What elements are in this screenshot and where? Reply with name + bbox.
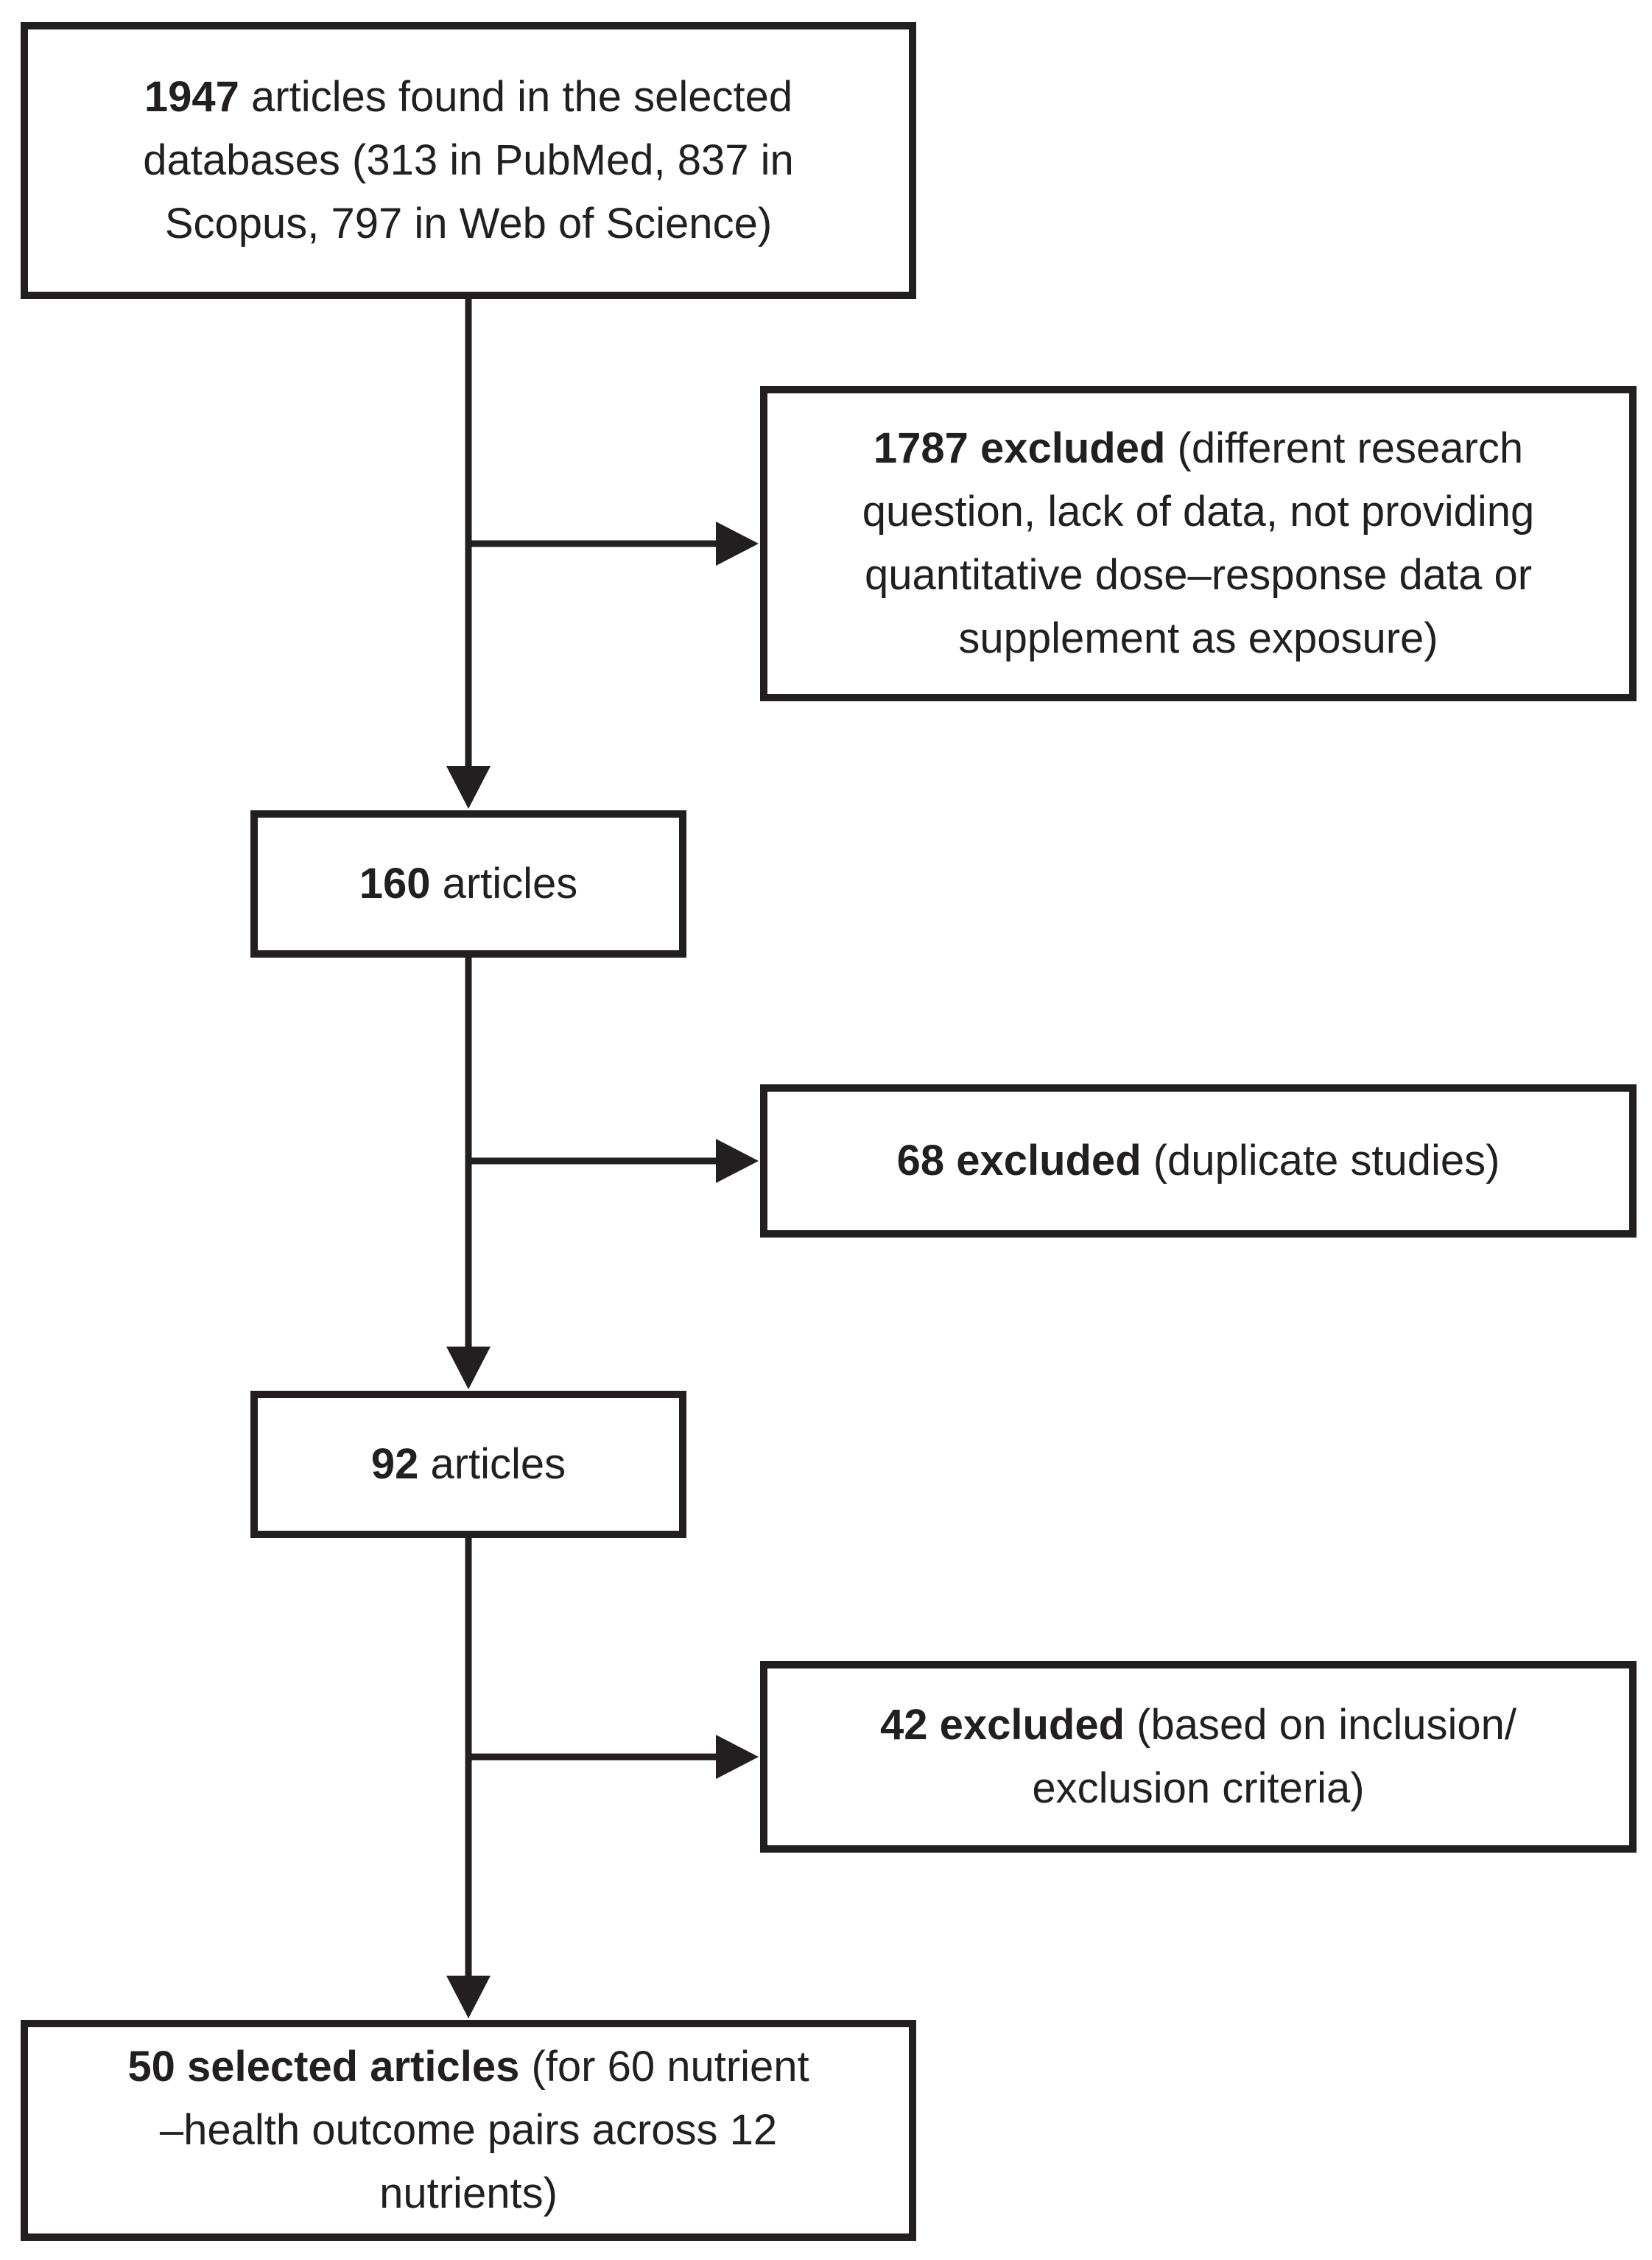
selected-articles-count: 50 selected articles [127, 2043, 520, 2091]
arrow-down-icon [446, 766, 491, 809]
arrow-right-icon [716, 1139, 759, 1183]
arrow-right-icon [716, 1735, 759, 1779]
articles-160-label: articles [430, 860, 578, 908]
articles-160-count: 160 [359, 860, 431, 908]
articles-160-box: 160 articles [250, 810, 686, 958]
excluded-criteria-label: (based on inclusion/ exclusion criteria) [1032, 1701, 1517, 1812]
excluded-criteria-count: 42 excluded [879, 1701, 1125, 1749]
connector-found-to-160 [446, 296, 491, 809]
excluded-duplicates-count: 68 excluded [896, 1137, 1142, 1185]
excluded-screening-label: (different research question, lack of da… [862, 424, 1535, 662]
articles-92-text: 92 articles [371, 1433, 566, 1496]
connector-160-to-92 [446, 955, 491, 1389]
selected-articles-text: 50 selected articles (for 60 nutrient –h… [127, 2035, 809, 2225]
articles-found-count: 1947 [144, 73, 239, 121]
arrow-down-icon [446, 1347, 491, 1389]
connector-92-to-selected [446, 1535, 491, 2018]
connector-to-excluded-screening [465, 522, 759, 566]
selected-articles-label: (for 60 nutrient –health outcome pairs a… [159, 2043, 809, 2217]
articles-160-text: 160 articles [359, 852, 578, 916]
articles-92-box: 92 articles [250, 1391, 686, 1538]
articles-92-label: articles [418, 1440, 566, 1488]
connector-to-excluded-criteria [465, 1735, 759, 1779]
excluded-duplicates-text: 68 excluded (duplicate studies) [897, 1129, 1500, 1193]
arrow-right-icon [716, 522, 759, 566]
articles-92-count: 92 [370, 1440, 419, 1488]
excluded-screening-box: 1787 excluded (different research questi… [760, 386, 1637, 701]
selected-articles-box: 50 selected articles (for 60 nutrient –h… [21, 2020, 916, 2241]
connector-to-excluded-duplicates [465, 1139, 759, 1183]
excluded-duplicates-box: 68 excluded (duplicate studies) [760, 1084, 1637, 1238]
articles-found-box: 1947 articles found in the selected data… [21, 22, 916, 299]
arrow-down-icon [446, 1976, 491, 2018]
articles-found-text: 1947 articles found in the selected data… [143, 66, 794, 256]
excluded-screening-text: 1787 excluded (different research questi… [862, 417, 1534, 670]
excluded-screening-count: 1787 excluded [873, 424, 1166, 472]
excluded-criteria-text: 42 excluded (based on inclusion/ exclusi… [880, 1694, 1516, 1820]
excluded-criteria-box: 42 excluded (based on inclusion/ exclusi… [760, 1661, 1637, 1853]
excluded-duplicates-label: (duplicate studies) [1141, 1137, 1500, 1185]
articles-found-label: articles found in the selected databases… [143, 73, 794, 248]
